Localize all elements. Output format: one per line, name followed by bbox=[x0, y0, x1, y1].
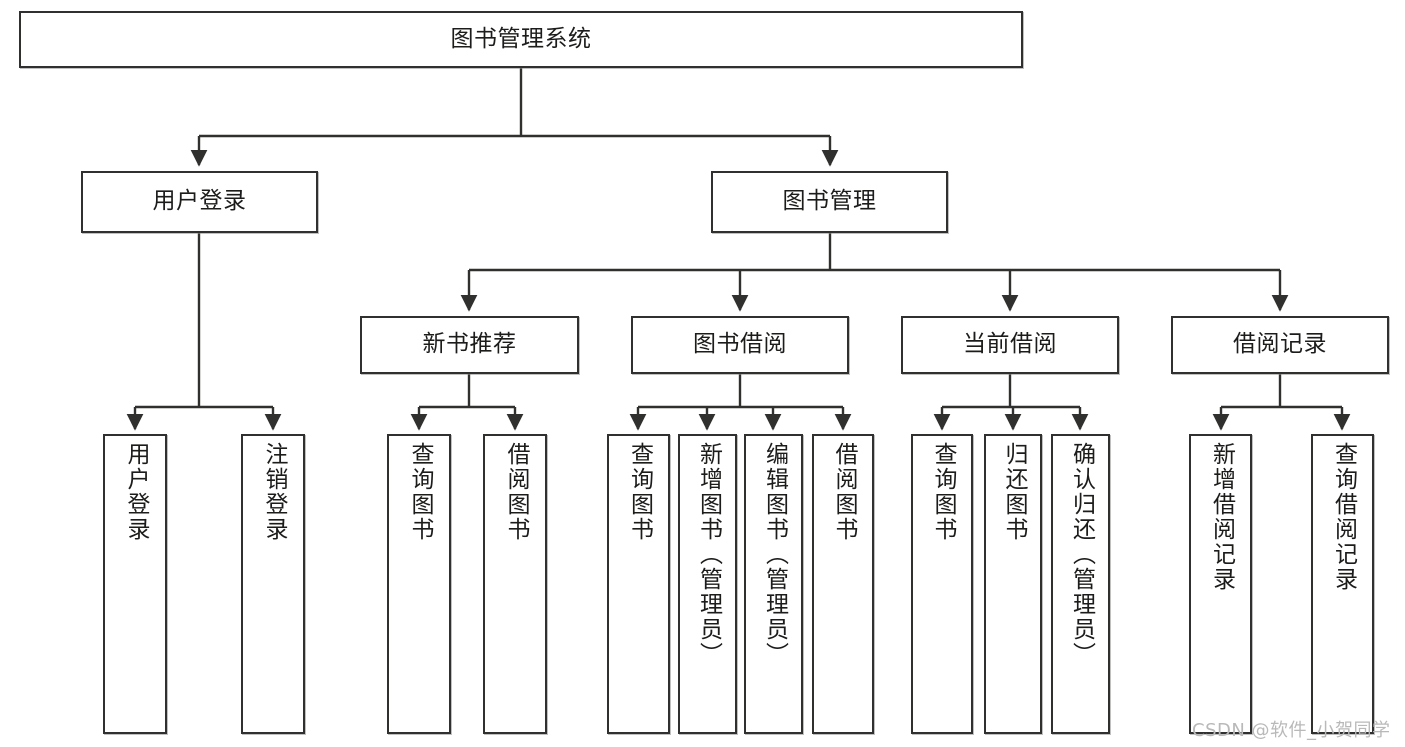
node-book-management[interactable]: 图书管理 bbox=[711, 171, 948, 233]
node-label: 归还图书 bbox=[1000, 442, 1027, 542]
node-leaf-edit-book-admin[interactable]: 编辑图书（管理员） bbox=[744, 434, 803, 734]
node-leaf-borrow-book[interactable]: 借阅图书 bbox=[812, 434, 874, 734]
node-leaf-query-borrow-record[interactable]: 查询借阅记录 bbox=[1311, 434, 1374, 734]
node-label: 查询图书 bbox=[406, 442, 433, 542]
node-label: 查询借阅记录 bbox=[1330, 442, 1357, 592]
node-label: 用户登录 bbox=[152, 188, 247, 215]
node-label: 图书管理 bbox=[782, 188, 877, 215]
node-label: 图书管理系统 bbox=[450, 25, 592, 52]
node-label: 新增图书（管理员） bbox=[695, 442, 722, 667]
node-leaf-add-book-admin[interactable]: 新增图书（管理员） bbox=[678, 434, 737, 734]
node-root-book-management-system[interactable]: 图书管理系统 bbox=[19, 11, 1023, 68]
node-user-login[interactable]: 用户登录 bbox=[81, 171, 318, 233]
node-label: 查询图书 bbox=[929, 442, 956, 542]
node-leaf-query-book-current[interactable]: 查询图书 bbox=[911, 434, 973, 734]
node-label: 确认归还（管理员） bbox=[1068, 442, 1095, 667]
node-label: 新书推荐 bbox=[422, 331, 517, 358]
node-label: 注销登录 bbox=[260, 442, 287, 542]
node-leaf-add-borrow-record[interactable]: 新增借阅记录 bbox=[1189, 434, 1252, 734]
node-label: 用户登录 bbox=[122, 442, 149, 542]
node-book-borrowing[interactable]: 图书借阅 bbox=[631, 316, 849, 374]
node-leaf-logout[interactable]: 注销登录 bbox=[241, 434, 305, 734]
node-new-book-recommendation[interactable]: 新书推荐 bbox=[360, 316, 579, 374]
node-borrowing-record[interactable]: 借阅记录 bbox=[1171, 316, 1389, 374]
node-label: 编辑图书（管理员） bbox=[761, 442, 788, 667]
node-label: 新增借阅记录 bbox=[1208, 442, 1235, 592]
node-leaf-borrow-book-new[interactable]: 借阅图书 bbox=[483, 434, 547, 734]
node-leaf-query-book[interactable]: 查询图书 bbox=[607, 434, 670, 734]
node-label: 查询图书 bbox=[626, 442, 653, 542]
node-label: 当前借阅 bbox=[963, 331, 1057, 358]
node-label: 借阅记录 bbox=[1233, 331, 1327, 358]
watermark-text: CSDN @软件_小贺同学 bbox=[1192, 720, 1391, 741]
node-leaf-user-login[interactable]: 用户登录 bbox=[103, 434, 167, 734]
node-label: 图书借阅 bbox=[693, 331, 787, 358]
node-current-borrowing[interactable]: 当前借阅 bbox=[901, 316, 1119, 374]
node-leaf-return-book[interactable]: 归还图书 bbox=[984, 434, 1042, 734]
node-label: 借阅图书 bbox=[502, 442, 529, 542]
node-leaf-query-book-new[interactable]: 查询图书 bbox=[387, 434, 451, 734]
node-label: 借阅图书 bbox=[830, 442, 857, 542]
node-leaf-confirm-return-admin[interactable]: 确认归还（管理员） bbox=[1051, 434, 1110, 734]
